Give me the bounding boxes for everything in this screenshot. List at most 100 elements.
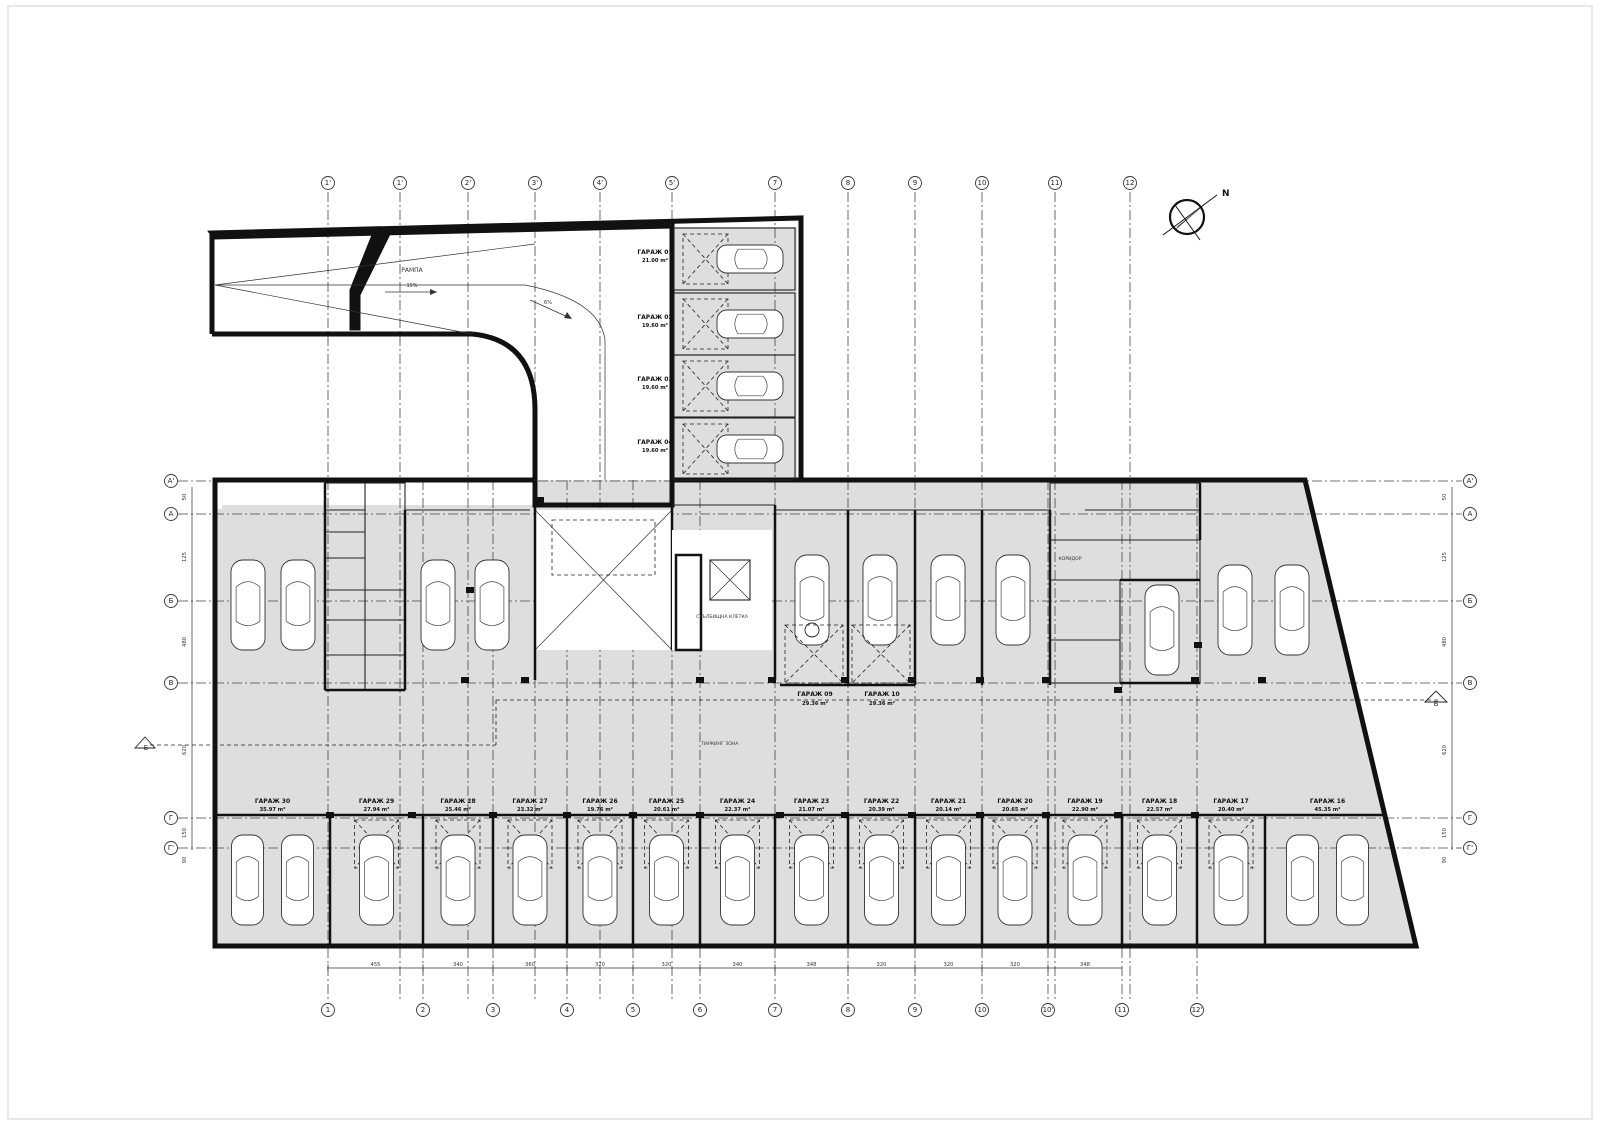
garage-area: 19.60 m²	[642, 323, 668, 329]
car-icon	[512, 834, 548, 926]
bottom-dim-text: 348	[1080, 962, 1090, 968]
garage-label: ГАРАЖ 24	[720, 798, 755, 805]
axis-bubble-bottom	[768, 1003, 782, 1017]
car-icon	[995, 554, 1031, 646]
column	[1114, 687, 1122, 693]
garage-area: 25.46 m²	[445, 807, 471, 813]
garage-area: 35.97 m²	[260, 807, 286, 813]
column	[908, 677, 916, 683]
axis-bubble-top	[593, 176, 607, 190]
axis-bubble-left	[164, 676, 178, 690]
car-icon	[649, 834, 684, 926]
axis-bubble-top	[665, 176, 679, 190]
accessible-parking-icon	[804, 622, 820, 638]
axis-label-top: 3'	[532, 179, 538, 187]
axis-bubble-left	[164, 811, 178, 825]
axis-label-left: А'	[168, 477, 175, 485]
axis-label-top: 1'	[397, 179, 403, 187]
stair-label: СТЪЛБИЩНА КЛЕТКА	[696, 614, 749, 620]
axis-label-right: А'	[1467, 477, 1474, 485]
column	[466, 587, 474, 593]
garage-area: 27.94 m²	[364, 807, 390, 813]
axis-bubble-right	[1463, 474, 1477, 488]
axis-label-top: 12	[1126, 179, 1135, 187]
axis-bubble-left	[164, 841, 178, 855]
axis-bubble-top	[975, 176, 989, 190]
car-icon	[1274, 564, 1310, 656]
axis-bubble-top	[1123, 176, 1137, 190]
car-icon	[716, 244, 784, 274]
garage-label: ГАРАЖ 22	[864, 798, 899, 805]
section-marker-right: Б	[1423, 690, 1449, 708]
garage-label: ГАРАЖ 25	[649, 798, 684, 805]
axis-label-left: Б	[169, 597, 174, 605]
axis-bubble-bottom	[560, 1003, 574, 1017]
column	[521, 677, 529, 683]
garage-area: 45.35 m²	[1315, 807, 1341, 813]
axis-bubble-bottom	[1190, 1003, 1204, 1017]
garage-area: 19.60 m²	[642, 385, 668, 391]
right-dim-text: 150	[1442, 828, 1448, 838]
bottom-dim-text: 320	[1010, 962, 1020, 968]
car-icon	[280, 559, 316, 651]
column	[536, 497, 544, 503]
axis-bubble-bottom	[975, 1003, 989, 1017]
building-outline	[212, 477, 1420, 949]
axis-label-bottom: 10	[978, 1006, 987, 1014]
garage-label: ГАРАЖ 02	[637, 314, 672, 321]
car-icon	[716, 434, 784, 464]
axis-label-bottom: 5	[631, 1006, 635, 1014]
axis-bubble-bottom	[321, 1003, 335, 1017]
garage-area: 20.39 m²	[869, 807, 895, 813]
axis-label-top: 8	[846, 179, 850, 187]
bottom-dim-text: 348	[807, 962, 817, 968]
north-label: N	[1222, 189, 1230, 199]
axis-label-right: Б	[1468, 597, 1473, 605]
axis-label-left: Г	[169, 814, 173, 822]
garage-label: ГАРАЖ 20	[997, 798, 1032, 805]
axis-label-bottom: 6	[698, 1006, 703, 1014]
car-icon	[930, 554, 966, 646]
garage-label: ГАРАЖ 30	[255, 798, 290, 805]
garage-label: ГАРАЖ 28	[440, 798, 475, 805]
garage-area: 20.14 m²	[936, 807, 962, 813]
car-icon	[230, 559, 266, 651]
axis-label-top: 2'	[465, 179, 471, 187]
garage-area: 20.61 m²	[654, 807, 680, 813]
axis-bubble-bottom	[416, 1003, 430, 1017]
garage-area: 21.00 m²	[642, 258, 668, 264]
bottom-dim-text: 320	[877, 962, 887, 968]
axis-bubble-top	[461, 176, 475, 190]
axis-label-top: 5'	[669, 179, 675, 187]
car-icon	[474, 559, 510, 651]
bottom-dim-text: 320	[662, 962, 672, 968]
ramp-slope-2: 6%	[544, 300, 552, 306]
axis-label-top: 4'	[597, 179, 603, 187]
axis-label-left: Г'	[168, 844, 174, 852]
garage-label: ГАРАЖ 17	[1213, 798, 1248, 805]
car-icon	[440, 834, 476, 926]
right-dim-text: 480	[1442, 637, 1448, 647]
car-icon	[997, 834, 1033, 926]
car-icon	[420, 559, 456, 651]
garage-area: 22.90 m²	[1072, 807, 1098, 813]
garage-area: 20.65 m²	[1002, 807, 1028, 813]
car-icon	[931, 834, 966, 926]
north-arrow-icon: N	[1162, 189, 1230, 241]
axis-bubble-top	[393, 176, 407, 190]
garage-label: ГАРАЖ 03	[637, 376, 672, 383]
car-icon	[1336, 834, 1369, 926]
garage-label: ГАРАЖ 23	[794, 798, 829, 805]
garage-label: ГАРАЖ 21	[931, 798, 966, 805]
axis-label-bottom: 3	[491, 1006, 495, 1014]
bottom-dim-text: 320	[595, 962, 605, 968]
garage-area: 21.07 m²	[799, 807, 825, 813]
garage-area-09: 29.36 m²	[802, 701, 828, 707]
car-icon	[231, 834, 264, 926]
column	[976, 677, 984, 683]
axis-label-bottom: 2	[421, 1006, 425, 1014]
